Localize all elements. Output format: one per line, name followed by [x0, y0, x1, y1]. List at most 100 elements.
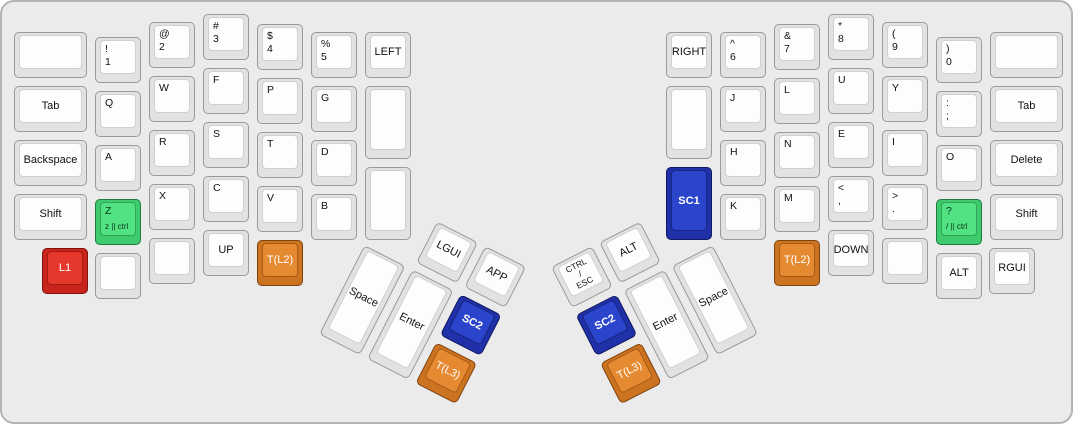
key-d[interactable]: D — [311, 140, 357, 186]
key-greater-period[interactable]: >. — [882, 184, 928, 230]
key-p[interactable]: P — [257, 78, 303, 124]
key-less-comma[interactable]: <, — [828, 176, 874, 222]
key-label: Shift — [39, 208, 62, 220]
key-lgui[interactable]: LGUI — [416, 221, 479, 284]
key-blank-bottom-1[interactable] — [95, 253, 141, 299]
key-label: : — [946, 97, 949, 109]
key-right-arrow[interactable]: RIGHT — [666, 32, 712, 78]
key-alt-right[interactable]: ALT — [936, 253, 982, 299]
key-u[interactable]: U — [828, 68, 874, 114]
key-caret-6[interactable]: ^6 — [720, 32, 766, 78]
keycap-n: N — [779, 135, 815, 169]
key-blank-bottom-right[interactable] — [882, 238, 928, 284]
key-e[interactable]: E — [828, 122, 874, 168]
keycap-lgui: LGUI — [424, 226, 473, 274]
key-hash-3[interactable]: #3 — [203, 14, 249, 60]
key-v[interactable]: V — [257, 186, 303, 232]
key-shift-left[interactable]: Shift — [14, 194, 87, 240]
key-t-l3-left[interactable]: T(L3) — [415, 342, 478, 405]
keycap-left-arrow: LEFT — [370, 35, 406, 69]
key-t[interactable]: T — [257, 132, 303, 178]
key-rgui[interactable]: RGUI — [989, 248, 1035, 294]
key-n[interactable]: N — [774, 132, 820, 178]
keycap-a: A — [100, 148, 136, 182]
key-tab-left[interactable]: Tab — [14, 86, 87, 132]
key-app[interactable]: APP — [464, 246, 527, 308]
key-alt-thumb[interactable]: ALT — [599, 221, 661, 284]
key-amp-7[interactable]: &7 — [774, 24, 820, 70]
key-x[interactable]: X — [149, 184, 195, 230]
key-t-l2-right[interactable]: T(L2) — [774, 240, 820, 286]
key-t-l3-right[interactable]: T(L3) — [600, 342, 662, 405]
key-blank-top-left[interactable] — [14, 32, 87, 78]
key-f[interactable]: F — [203, 68, 249, 114]
key-delete[interactable]: Delete — [990, 140, 1063, 186]
key-shift-right[interactable]: Shift — [990, 194, 1063, 240]
key-blank-inner-left-1[interactable] — [365, 86, 411, 159]
key-at-2[interactable]: @2 — [149, 22, 195, 68]
key-exclam-1[interactable]: !1 — [95, 37, 141, 83]
keycap-sc2-right: SC2 — [581, 299, 629, 346]
key-s[interactable]: S — [203, 122, 249, 168]
key-tab-right[interactable]: Tab — [990, 86, 1063, 132]
key-star-8[interactable]: *8 — [828, 14, 874, 60]
key-label: M — [784, 192, 793, 204]
key-paren-0[interactable]: )0 — [936, 37, 982, 83]
keycap-e: E — [833, 125, 869, 159]
key-y[interactable]: Y — [882, 76, 928, 122]
key-paren-9[interactable]: (9 — [882, 22, 928, 68]
key-k[interactable]: K — [720, 194, 766, 240]
keycap-exclam-1: !1 — [100, 40, 136, 74]
key-question-ctrl[interactable]: ?/ || ctrl — [936, 199, 982, 245]
key-label: U — [838, 74, 846, 86]
key-o[interactable]: O — [936, 145, 982, 191]
key-up[interactable]: UP — [203, 230, 249, 276]
key-label: SC1 — [678, 194, 700, 207]
key-b[interactable]: B — [311, 194, 357, 240]
keycap-blank-bottom-right — [887, 241, 923, 275]
key-label: LGUI — [434, 238, 463, 261]
keycap-t-l3-right: T(L3) — [605, 347, 654, 394]
key-colon-semicolon[interactable]: :; — [936, 91, 982, 137]
key-m[interactable]: M — [774, 186, 820, 232]
key-ctrl-esc[interactable]: CTRL/ESC — [551, 246, 613, 308]
key-j[interactable]: J — [720, 86, 766, 132]
keycap-t-l2-right: T(L2) — [779, 243, 815, 277]
key-i[interactable]: I — [882, 130, 928, 176]
key-blank-inner-right-1[interactable] — [666, 86, 712, 159]
key-left-arrow[interactable]: LEFT — [365, 32, 411, 78]
key-dollar-4[interactable]: $4 — [257, 24, 303, 70]
keycap-l: L — [779, 81, 815, 115]
key-a[interactable]: A — [95, 145, 141, 191]
key-g[interactable]: G — [311, 86, 357, 132]
key-sc2-right[interactable]: SC2 — [575, 294, 638, 357]
keycap-right-arrow: RIGHT — [671, 35, 707, 69]
key-down[interactable]: DOWN — [828, 230, 874, 276]
key-t-l2-left[interactable]: T(L2) — [257, 240, 303, 286]
keycap-v: V — [262, 189, 298, 223]
keycap-d: D — [316, 143, 352, 177]
key-l1[interactable]: L1 — [42, 248, 88, 294]
key-label: V — [267, 192, 275, 204]
key-label: & — [784, 30, 792, 42]
key-h[interactable]: H — [720, 140, 766, 186]
key-sc2-left[interactable]: SC2 — [439, 294, 502, 357]
key-l[interactable]: L — [774, 78, 820, 124]
key-percent-5[interactable]: %5 — [311, 32, 357, 78]
keycap-dollar-4: $4 — [262, 27, 298, 61]
key-label: Shift — [1015, 208, 1038, 220]
key-label: S — [213, 128, 221, 140]
key-blank-top-right[interactable] — [990, 32, 1063, 78]
key-r[interactable]: R — [149, 130, 195, 176]
key-backspace[interactable]: Backspace — [14, 140, 87, 186]
key-blank-bottom-2[interactable] — [149, 238, 195, 284]
key-c[interactable]: C — [203, 176, 249, 222]
key-sc1[interactable]: SC1 — [666, 167, 712, 240]
key-label: G — [321, 92, 330, 104]
keycap-b: B — [316, 197, 352, 231]
key-w[interactable]: W — [149, 76, 195, 122]
key-q[interactable]: Q — [95, 91, 141, 137]
key-blank-inner-left-2[interactable] — [365, 167, 411, 240]
